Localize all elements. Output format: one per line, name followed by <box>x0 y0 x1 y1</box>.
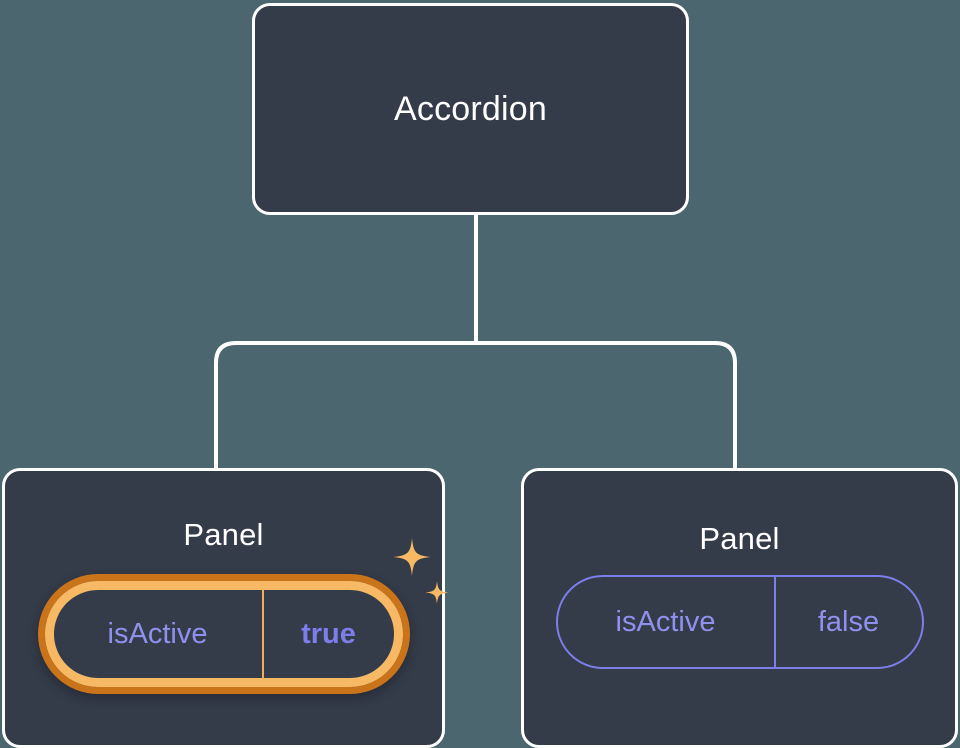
node-panel-plain[interactable]: Panel isActive false <box>521 468 958 748</box>
prop-value-label: true <box>261 590 394 678</box>
prop-pill-wrapper: isActive true <box>37 538 448 694</box>
edge-bus-to-panels <box>214 341 737 468</box>
sparkle-small-icon <box>425 581 448 604</box>
prop-pill-wrapper: isActive false <box>555 575 924 669</box>
node-accordion-title: Accordion <box>394 89 547 128</box>
node-panel-title: Panel <box>183 517 264 552</box>
node-panel-highlighted[interactable]: Panel isActive true <box>2 468 448 748</box>
prop-pill-isactive-true[interactable]: isActive true <box>44 581 403 687</box>
prop-key-label: isActive <box>615 605 716 638</box>
sparkle-group <box>392 538 448 604</box>
prop-pill-highlight-ring: isActive true <box>37 574 410 694</box>
prop-pill-isactive-false[interactable]: isActive false <box>555 575 924 669</box>
prop-value-label: false <box>773 577 922 667</box>
node-panel-title: Panel <box>699 521 780 556</box>
sparkle-large-icon <box>392 538 431 576</box>
prop-key-label: isActive <box>107 617 208 650</box>
node-accordion[interactable]: Accordion <box>252 3 689 215</box>
